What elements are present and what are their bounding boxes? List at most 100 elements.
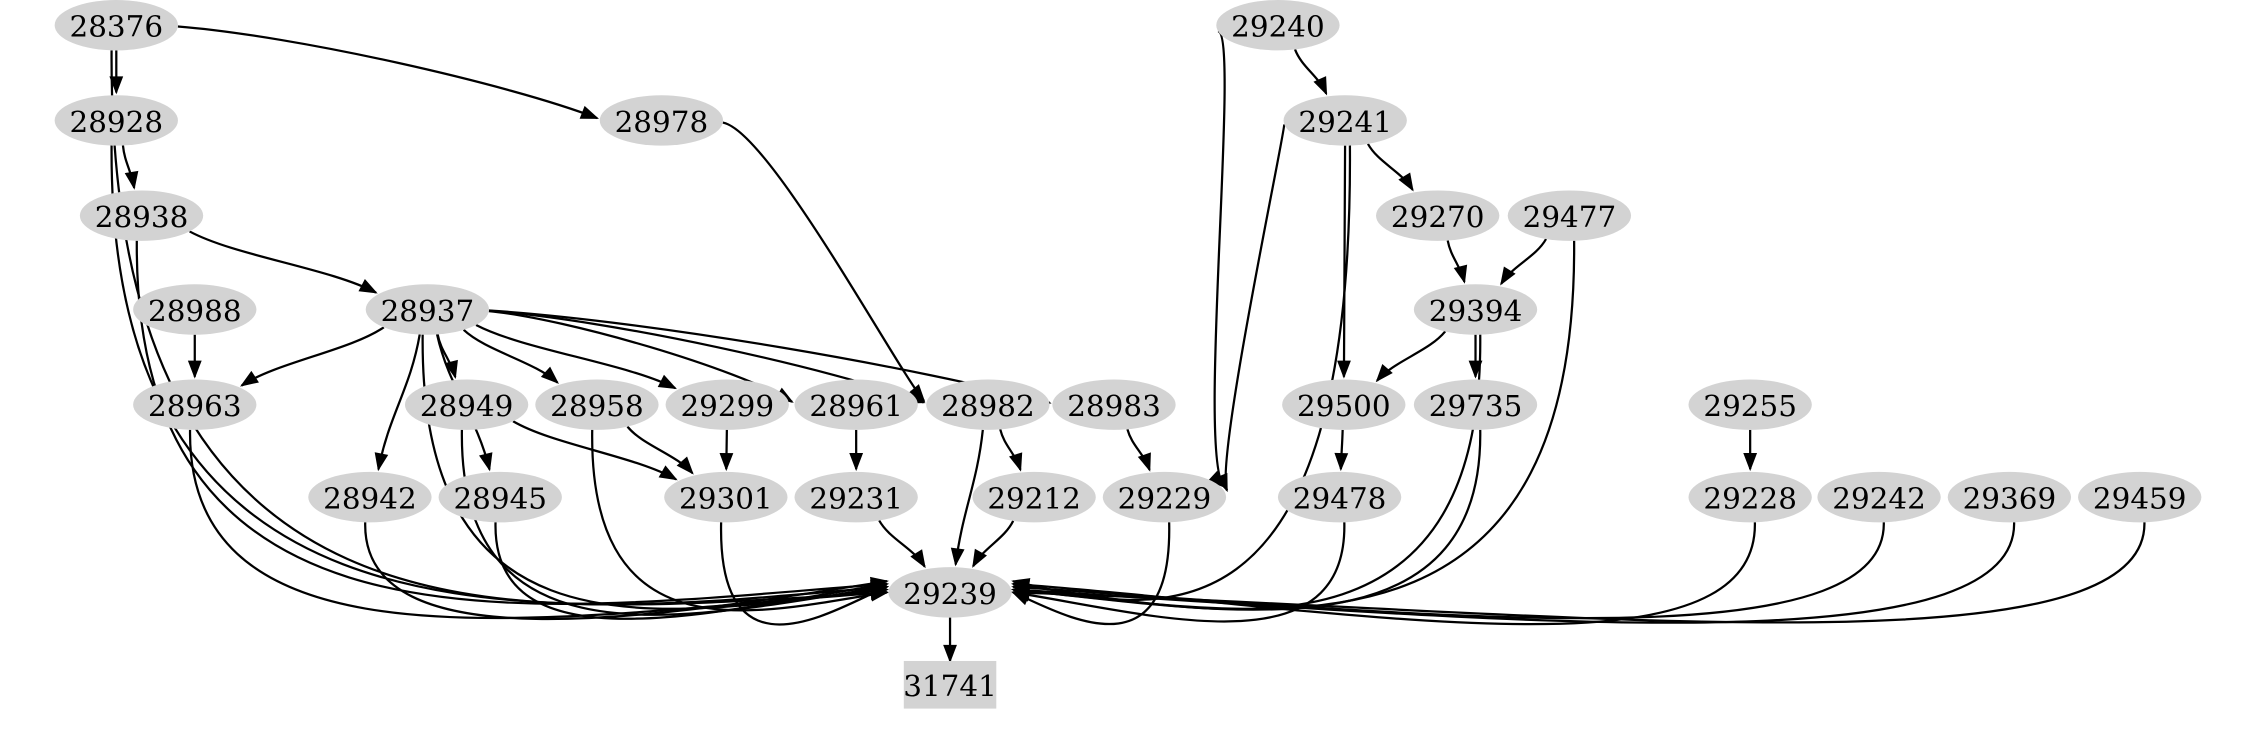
graph-node[interactable]: 28978 <box>599 95 724 146</box>
graph-node[interactable]: 28938 <box>79 190 204 241</box>
graph-node[interactable]: 29477 <box>1507 190 1632 241</box>
graph-node[interactable]: 28963 <box>133 379 257 430</box>
node-ellipse-shape[interactable] <box>888 567 1012 618</box>
node-ellipse-shape[interactable] <box>1282 379 1406 430</box>
node-ellipse-shape[interactable] <box>1688 379 1812 430</box>
graph-node[interactable]: 28937 <box>365 284 490 335</box>
node-ellipse-shape[interactable] <box>599 95 724 146</box>
node-ellipse-shape[interactable] <box>133 379 257 430</box>
graph-node[interactable]: 28988 <box>133 284 257 335</box>
graph-node[interactable]: 29459 <box>2078 471 2202 523</box>
graph-node[interactable]: 28982 <box>926 379 1050 430</box>
node-ellipse-shape[interactable] <box>54 95 178 146</box>
graph-node[interactable]: 29394 <box>1413 284 1538 335</box>
node-ellipse-shape[interactable] <box>1688 471 1812 523</box>
graph-edge <box>878 519 926 569</box>
node-ellipse-shape[interactable] <box>438 471 562 523</box>
graph-edge <box>1334 429 1349 472</box>
node-ellipse-shape[interactable] <box>1283 95 1407 146</box>
graph-edge <box>240 326 385 387</box>
graph-node[interactable]: 28942 <box>308 471 432 523</box>
node-ellipse-shape[interactable] <box>79 190 204 241</box>
graph-edge <box>462 329 559 384</box>
node-ellipse-shape[interactable] <box>404 379 529 430</box>
graph-node[interactable]: 29229 <box>1102 471 1227 523</box>
graph-edge <box>1011 522 2146 624</box>
graph-edge <box>999 429 1023 472</box>
graph-edge <box>719 429 734 472</box>
node-ellipse-shape[interactable] <box>972 471 1096 523</box>
node-ellipse-shape[interactable] <box>794 471 918 523</box>
node-ellipse-shape[interactable] <box>926 379 1050 430</box>
graph-edge <box>972 520 1015 568</box>
graph-node[interactable]: 28376 <box>54 0 178 51</box>
edge-layer <box>109 25 2146 663</box>
graph-node[interactable]: 29212 <box>972 471 1096 523</box>
graph-edge <box>1446 240 1468 284</box>
graph-node[interactable]: 29478 <box>1277 471 1402 523</box>
node-ellipse-shape[interactable] <box>1413 379 1538 430</box>
node-ellipse-shape[interactable] <box>1507 190 1632 241</box>
node-box-shape[interactable] <box>903 660 997 709</box>
graph-edge <box>374 334 421 472</box>
graph-edge <box>421 334 889 610</box>
graph-node[interactable]: 29500 <box>1282 379 1406 430</box>
graph-edge <box>1126 428 1151 472</box>
graph-node[interactable]: 29301 <box>664 471 788 523</box>
graph-edge <box>110 145 889 606</box>
graph-node[interactable]: 29231 <box>794 471 918 523</box>
node-ellipse-shape[interactable] <box>1947 471 2072 523</box>
graph-node[interactable]: 29255 <box>1688 379 1812 430</box>
graph-node[interactable]: 29242 <box>1817 471 1941 523</box>
graph-edge <box>1500 238 1548 286</box>
graph-edge <box>1293 48 1328 96</box>
graph-edge <box>475 323 677 390</box>
graph-node[interactable]: 29735 <box>1413 379 1538 430</box>
node-ellipse-shape[interactable] <box>794 379 918 430</box>
graph-edge <box>436 334 458 380</box>
graph-edge <box>950 429 984 567</box>
graph-node[interactable]: 29228 <box>1688 471 1812 523</box>
node-ellipse-shape[interactable] <box>2078 471 2202 523</box>
graph-edge <box>1375 330 1447 383</box>
node-ellipse-shape[interactable] <box>133 284 257 335</box>
graph-edge <box>1207 30 1226 489</box>
node-ellipse-shape[interactable] <box>1277 471 1402 523</box>
graph-node[interactable]: 28949 <box>404 379 529 430</box>
graph-node[interactable]: 31741 <box>903 660 997 709</box>
graph-edge <box>943 617 957 663</box>
graph-edge <box>512 420 678 481</box>
graph-edge <box>1743 429 1758 472</box>
graph-node[interactable]: 29369 <box>1947 471 2072 523</box>
graph-edge <box>1011 522 2016 624</box>
node-ellipse-shape[interactable] <box>1376 190 1500 241</box>
graph-edge <box>1011 145 1352 602</box>
graph-node[interactable]: 28961 <box>794 379 918 430</box>
graph-edge <box>1468 334 1483 379</box>
graph-node[interactable]: 28928 <box>54 95 178 146</box>
node-ellipse-shape[interactable] <box>664 471 788 523</box>
node-ellipse-shape[interactable] <box>365 284 490 335</box>
node-ellipse-shape[interactable] <box>308 471 432 523</box>
node-ellipse-shape[interactable] <box>535 379 659 430</box>
graph-node[interactable]: 29240 <box>1216 0 1340 51</box>
node-ellipse-shape[interactable] <box>665 379 789 430</box>
graph-node[interactable]: 28958 <box>535 379 659 430</box>
node-ellipse-shape[interactable] <box>1052 379 1176 430</box>
graph-node[interactable]: 29299 <box>665 379 789 430</box>
graph-node[interactable]: 28945 <box>438 471 562 523</box>
graph-edge <box>189 230 378 294</box>
node-ellipse-shape[interactable] <box>54 0 178 51</box>
node-ellipse-shape[interactable] <box>1102 471 1227 523</box>
graph-node[interactable]: 28983 <box>1052 379 1176 430</box>
graph-node[interactable]: 29270 <box>1376 190 1500 241</box>
graph-edge <box>720 522 889 626</box>
graph-node[interactable]: 29241 <box>1283 95 1407 146</box>
graph-node[interactable]: 29239 <box>888 567 1012 618</box>
node-ellipse-shape[interactable] <box>1216 0 1340 51</box>
node-ellipse-shape[interactable] <box>1817 471 1941 523</box>
graph-edge <box>188 429 889 620</box>
node-ellipse-shape[interactable] <box>1413 284 1538 335</box>
